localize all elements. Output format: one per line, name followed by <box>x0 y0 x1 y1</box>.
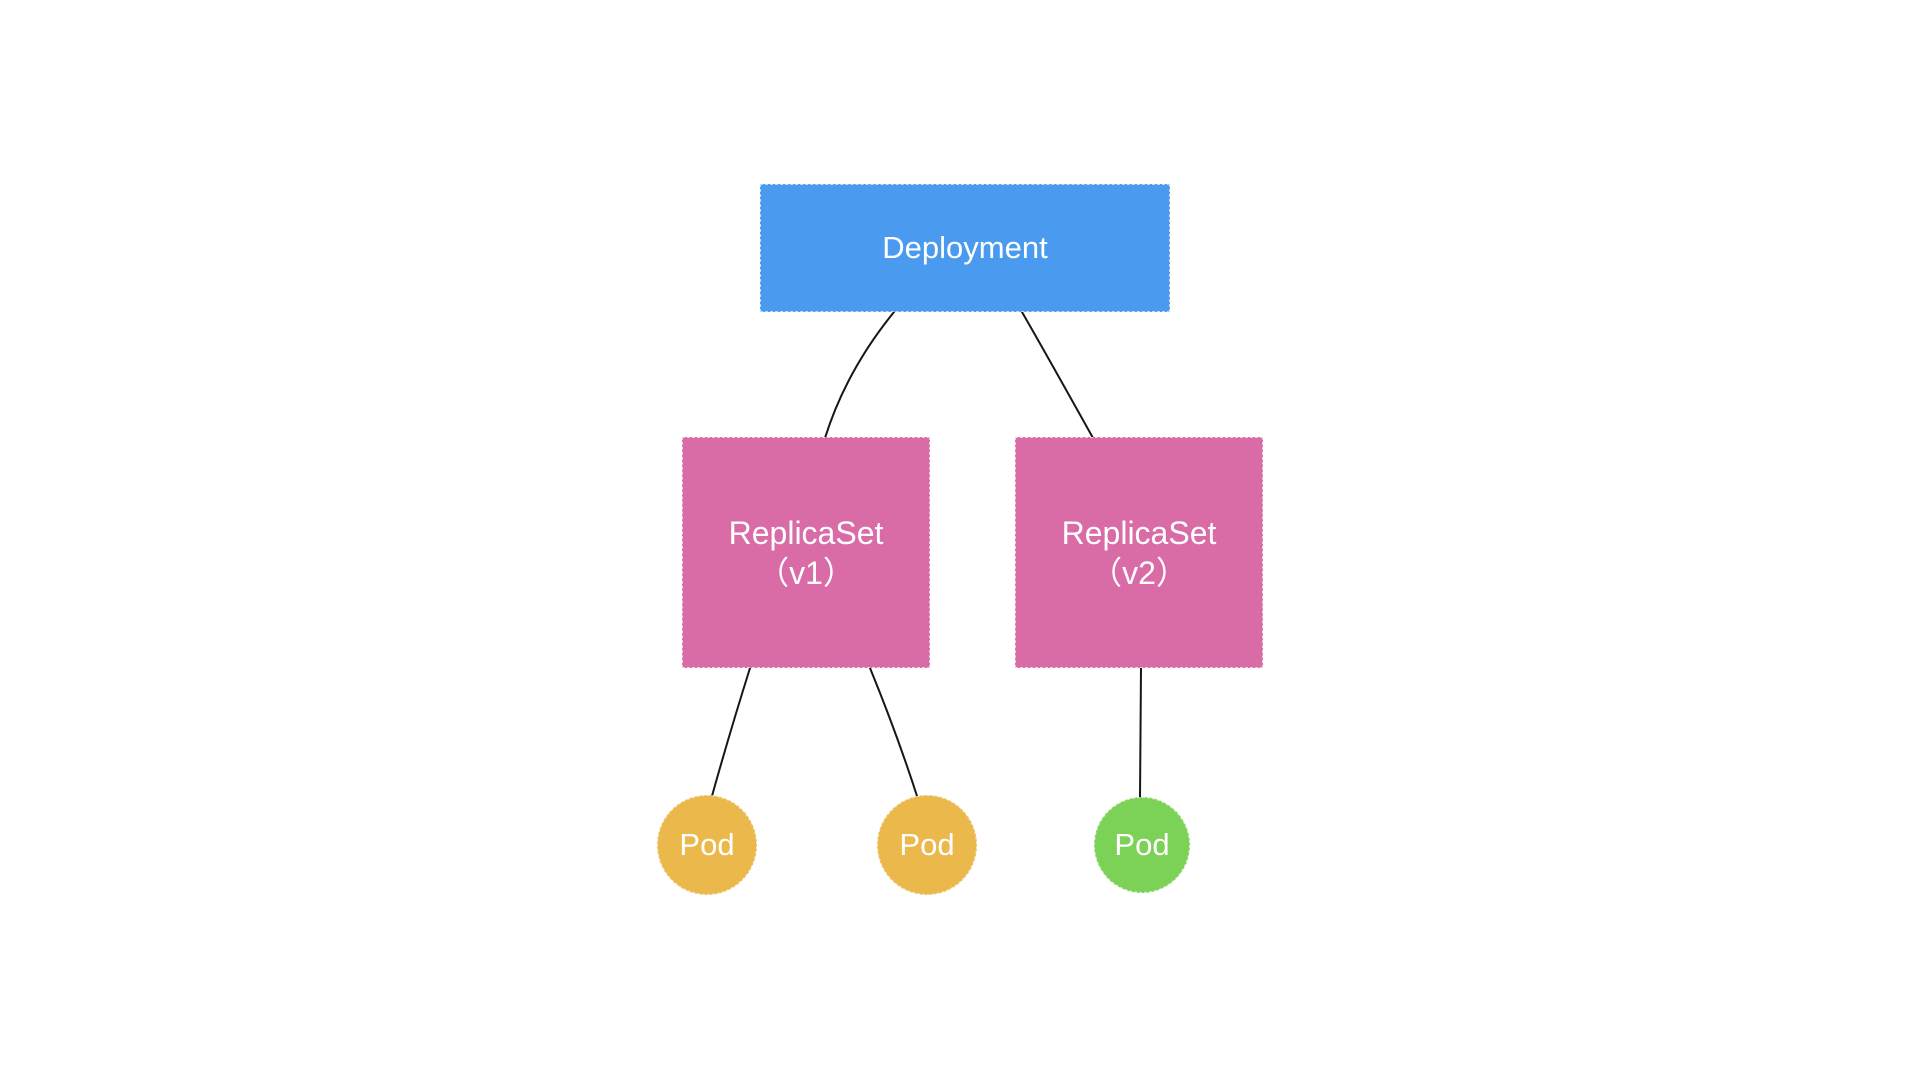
replicaset-v1-label-line1: ReplicaSet <box>728 514 884 551</box>
pod1-node: Pod <box>657 795 757 895</box>
deployment-label: Deployment <box>882 230 1048 265</box>
replicaset-v2-node: ReplicaSet （v2） <box>1015 437 1263 668</box>
pod3-label: Pod <box>1114 827 1170 862</box>
pod3-node: Pod <box>1094 797 1190 893</box>
replicaset-v1-node: ReplicaSet （v1） <box>682 437 930 668</box>
edge-deployment-to-replicaset-v2 <box>1021 311 1094 439</box>
replicaset-v1-label: ReplicaSet （v1） <box>729 513 884 593</box>
pod1-label: Pod <box>679 827 735 862</box>
deployment-node: Deployment <box>760 184 1170 312</box>
replicaset-v1-label-line2: （v1） <box>757 554 855 591</box>
pod2-label: Pod <box>899 827 955 862</box>
replicaset-v2-label-line1: ReplicaSet <box>1061 514 1217 551</box>
pod2-node: Pod <box>877 795 977 895</box>
edge-replicaset-v1-to-pod1 <box>711 667 751 797</box>
edge-replicaset-v1-to-pod2 <box>869 667 918 797</box>
edge-replicaset-v2-to-pod3 <box>1139 667 1142 799</box>
replicaset-v2-label-line2: （v2） <box>1090 554 1188 591</box>
replicaset-v2-label: ReplicaSet （v2） <box>1062 513 1217 593</box>
edge-deployment-to-replicaset-v1 <box>824 311 895 439</box>
